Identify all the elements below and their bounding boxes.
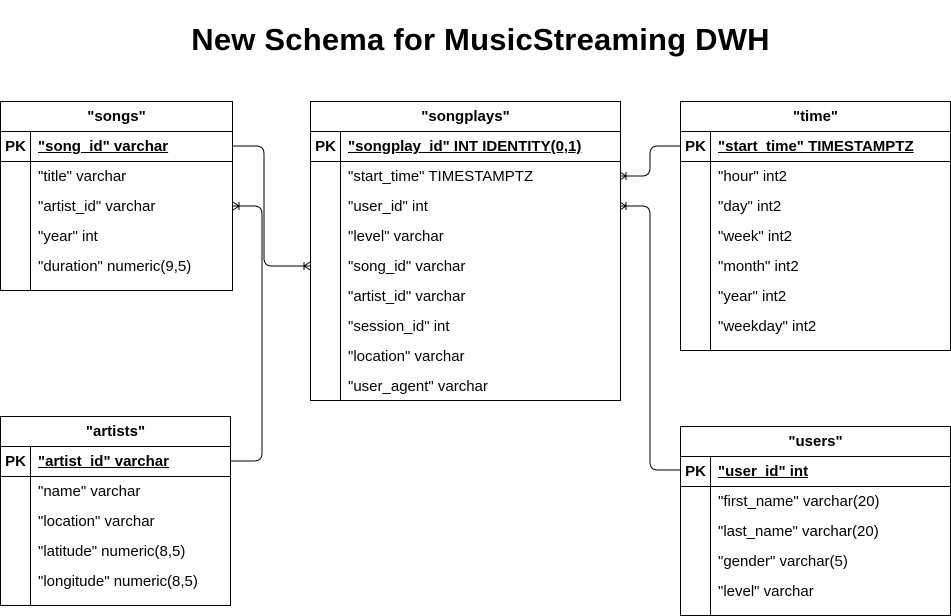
gutter — [681, 487, 711, 615]
crowfoot-songplays-song — [303, 261, 311, 271]
relation-time-songplays — [620, 145, 680, 177]
gutter — [1, 477, 31, 605]
field-artist-id: "artist_id" varchar — [348, 288, 466, 305]
table-users-fields: "first_name" varchar(20) "last_name" var… — [681, 487, 950, 615]
field-weekday: "weekday" int2 — [718, 318, 817, 335]
field-level: "level" varchar — [348, 228, 444, 245]
table-time[interactable]: "time" PK "start_time" TIMESTAMPTZ "hour… — [680, 101, 951, 351]
pk-label: PK — [681, 457, 711, 486]
pk-field-artist-id: "artist_id" varchar — [38, 453, 169, 470]
table-songs-fields: "title" varchar "artist_id" varchar "yea… — [1, 162, 232, 290]
table-songplays-fields: "start_time" TIMESTAMPTZ "user_id" int "… — [311, 162, 620, 400]
field-session-id: "session_id" int — [348, 318, 450, 335]
table-time-pk-row: PK "start_time" TIMESTAMPTZ — [681, 132, 950, 162]
table-songs[interactable]: "songs" PK "song_id" varchar "title" var… — [0, 101, 233, 291]
relation-artists-songs — [231, 205, 263, 462]
pk-label: PK — [311, 132, 341, 161]
field-longitude: "longitude" numeric(8,5) — [38, 573, 198, 590]
crowfoot-songplays-start — [619, 171, 627, 181]
crowfoot-songplays-user — [619, 201, 627, 211]
table-songs-pk-row: PK "song_id" varchar — [1, 132, 232, 162]
table-users-pk-row: PK "user_id" int — [681, 457, 950, 487]
field-start-time: "start_time" TIMESTAMPTZ — [348, 168, 534, 185]
table-artists[interactable]: "artists" PK "artist_id" varchar "name" … — [0, 416, 231, 606]
field-week: "week" int2 — [718, 228, 793, 245]
table-songs-title: "songs" — [1, 102, 232, 132]
pk-field-song-id: "song_id" varchar — [38, 138, 169, 155]
pk-label: PK — [1, 132, 31, 161]
table-time-fields: "hour" int2 "day" int2 "week" int2 "mont… — [681, 162, 950, 350]
field-song-id: "song_id" varchar — [348, 258, 466, 275]
table-time-title: "time" — [681, 102, 950, 132]
field-latitude: "latitude" numeric(8,5) — [38, 543, 186, 560]
table-artists-fields: "name" varchar "location" varchar "latit… — [1, 477, 230, 605]
pk-field-user-id: "user_id" int — [718, 463, 809, 480]
field-hour: "hour" int2 — [718, 168, 788, 185]
pk-field-songplay-id: "songplay_id" INT IDENTITY(0,1) — [348, 138, 582, 155]
field-first-name: "first_name" varchar(20) — [718, 493, 880, 510]
pk-label: PK — [681, 132, 711, 161]
table-users[interactable]: "users" PK "user_id" int "first_name" va… — [680, 426, 951, 616]
table-artists-pk-row: PK "artist_id" varchar — [1, 447, 230, 477]
field-last-name: "last_name" varchar(20) — [718, 523, 879, 540]
diagram-title: New Schema for MusicStreaming DWH — [191, 22, 770, 57]
table-songplays-pk-row: PK "songplay_id" INT IDENTITY(0,1) — [311, 132, 620, 162]
field-user-agent: "user_agent" varchar — [348, 378, 488, 395]
pk-label: PK — [1, 447, 31, 476]
gutter — [1, 162, 31, 290]
table-users-title: "users" — [681, 427, 950, 457]
relation-songs-songplays — [233, 145, 310, 267]
field-year: "year" int — [38, 228, 98, 245]
field-gender: "gender" varchar(5) — [718, 553, 848, 570]
field-artist-id: "artist_id" varchar — [38, 198, 156, 215]
field-location: "location" varchar — [38, 513, 155, 530]
gutter — [681, 162, 711, 350]
relation-users-songplays — [620, 205, 680, 471]
field-month: "month" int2 — [718, 258, 799, 275]
crowfoot-songs-artist — [232, 201, 240, 211]
field-user-id: "user_id" int — [348, 198, 428, 215]
gutter — [311, 162, 341, 400]
field-name: "name" varchar — [38, 483, 141, 500]
table-songplays[interactable]: "songplays" PK "songplay_id" INT IDENTIT… — [310, 101, 621, 401]
field-location: "location" varchar — [348, 348, 465, 365]
table-songplays-title: "songplays" — [311, 102, 620, 132]
field-day: "day" int2 — [718, 198, 782, 215]
field-title: "title" varchar — [38, 168, 127, 185]
table-artists-title: "artists" — [1, 417, 230, 447]
pk-field-start-time: "start_time" TIMESTAMPTZ — [718, 138, 914, 155]
field-year: "year" int2 — [718, 288, 787, 305]
field-duration: "duration" numeric(9,5) — [38, 258, 192, 275]
field-level: "level" varchar — [718, 583, 814, 600]
